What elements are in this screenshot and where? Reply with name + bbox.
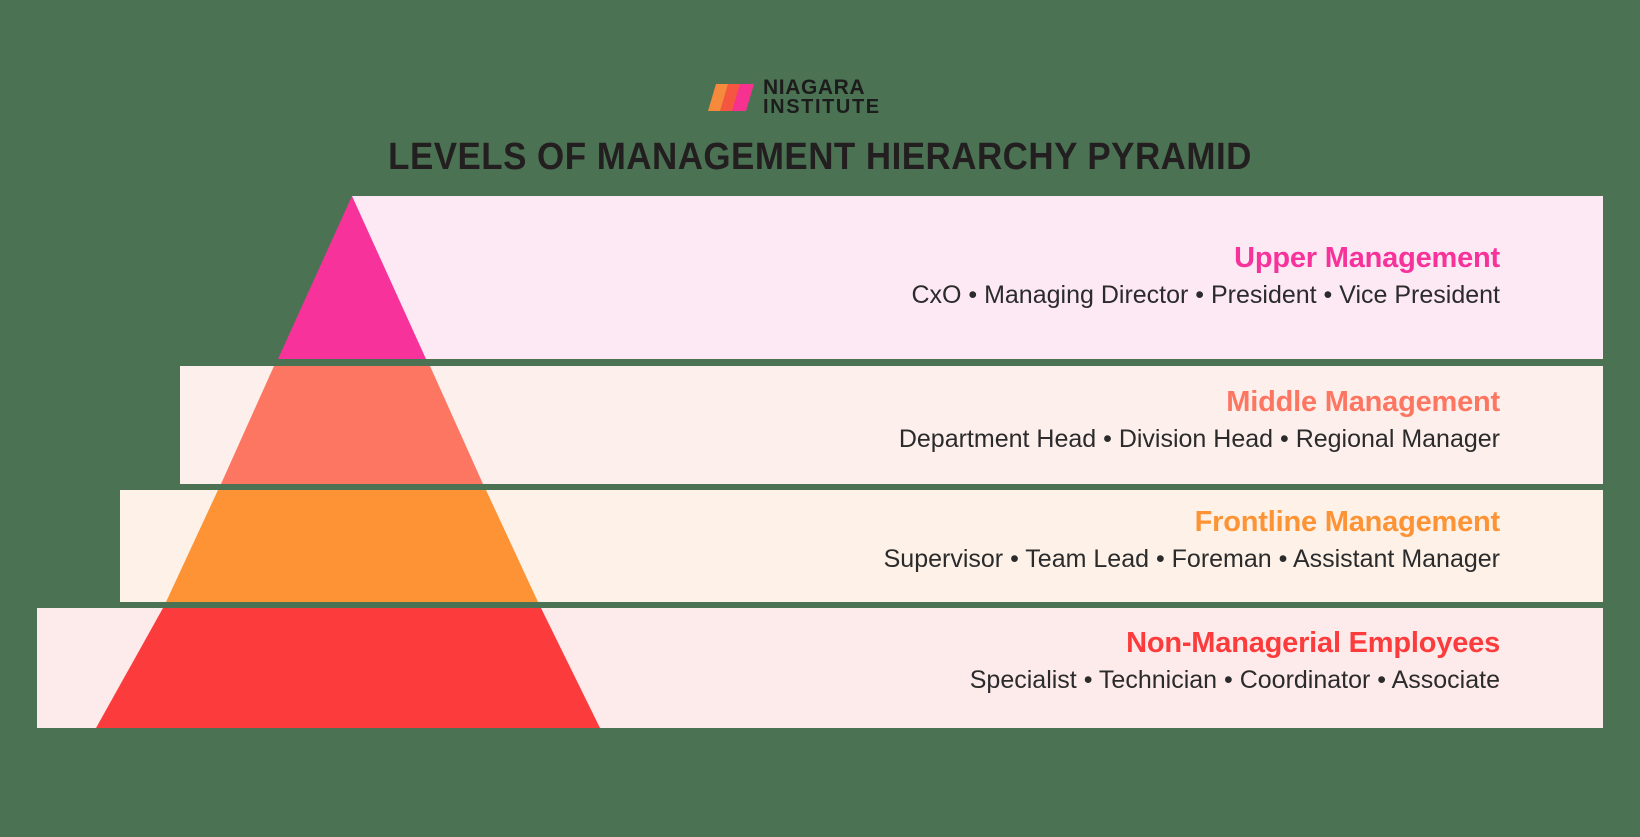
pyramid-tier-4 — [37, 608, 1603, 728]
pyramid-svg — [37, 196, 1603, 728]
tier-shape-4 — [96, 608, 600, 728]
page-title: LEVELS OF MANAGEMENT HIERARCHY PYRAMID — [388, 136, 1252, 178]
tier-band-1 — [352, 196, 1603, 359]
tier-roles-3: Supervisor • Team Lead • Foreman • Assis… — [883, 545, 1500, 573]
tier-shape-1 — [278, 196, 426, 359]
tier-title-3: Frontline Management — [1194, 506, 1501, 538]
brand-wordmark: NIAGARA INSTITUTE — [763, 76, 881, 118]
tier-roles-4: Specialist • Technician • Coordinator • … — [969, 666, 1500, 694]
brand-wordmark-line1: NIAGARA — [763, 76, 866, 99]
tier-shape-3 — [166, 490, 538, 602]
pyramid-diagram: Upper Management CxO • Managing Director… — [0, 196, 1640, 728]
tier-label-group-1: Upper Management CxO • Managing Director… — [740, 242, 1500, 310]
pyramid-tier-1 — [278, 196, 1603, 359]
tier-title-1: Upper Management — [1234, 242, 1500, 274]
tier-label-group-3: Frontline Management Supervisor • Team L… — [740, 506, 1501, 574]
pyramid-tier-2 — [180, 366, 1603, 484]
tier-label-group-4: Non-Managerial Employees Specialist • Te… — [740, 627, 1500, 695]
tier-label-group-2: Middle Management Department Head • Divi… — [740, 386, 1500, 454]
tier-roles-1: CxO • Managing Director • President • Vi… — [911, 281, 1500, 309]
tier-shape-2 — [221, 366, 483, 484]
tier-title-2: Middle Management — [1226, 386, 1500, 418]
brand-logo: NIAGARA INSTITUTE — [708, 76, 881, 118]
niagara-institute-logo-mark-icon — [708, 83, 754, 111]
brand-wordmark-line2: INSTITUTE — [763, 95, 881, 118]
pyramid-tier-3 — [120, 490, 1603, 602]
tier-title-4: Non-Managerial Employees — [1126, 627, 1500, 659]
tier-roles-2: Department Head • Division Head • Region… — [898, 425, 1500, 453]
